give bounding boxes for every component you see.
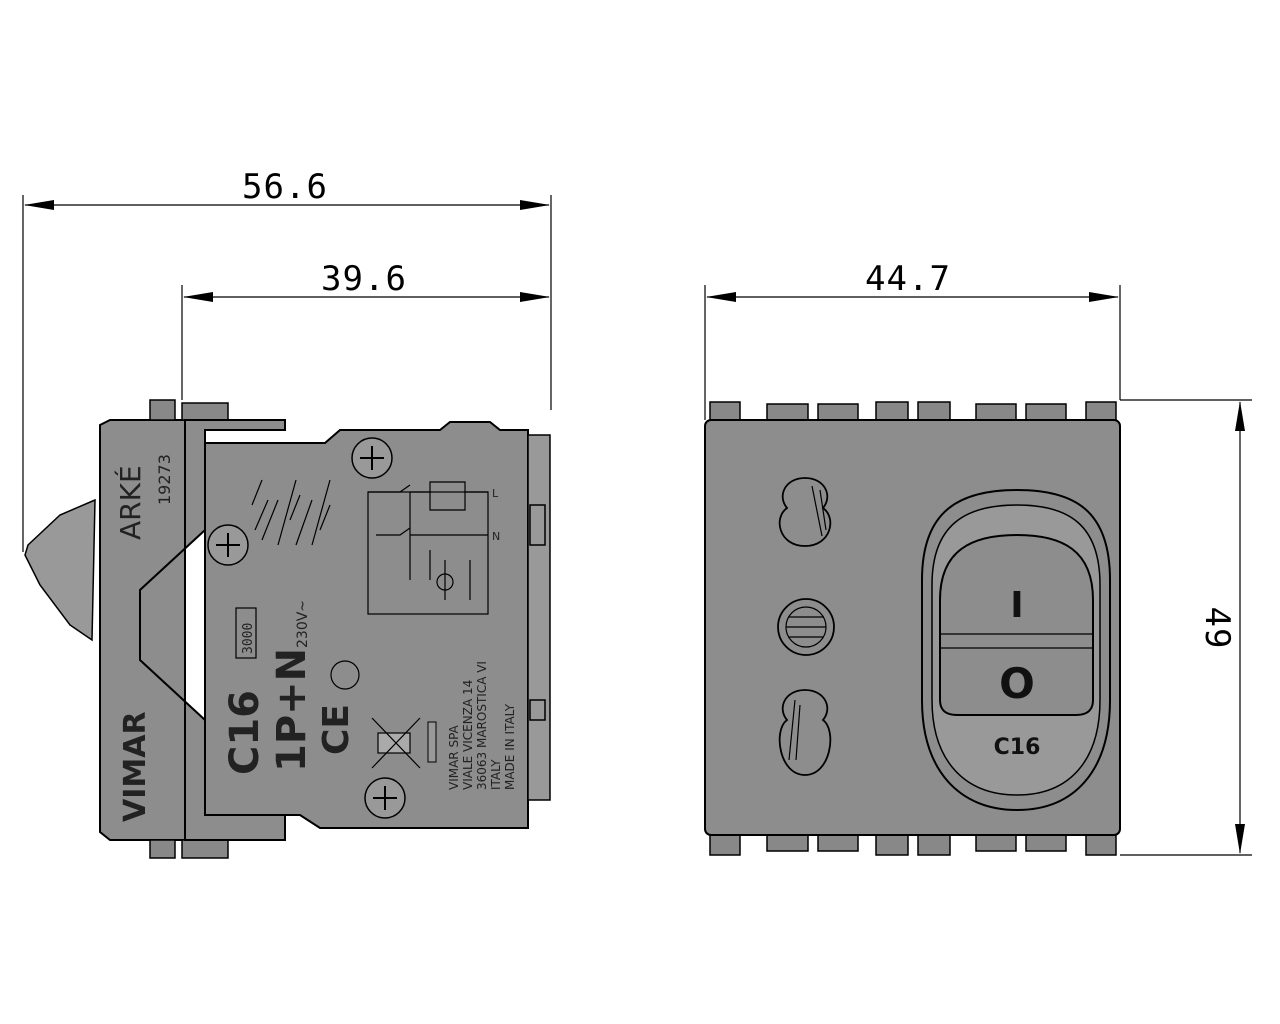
socket-hole-bottom [778, 689, 832, 776]
side-toggle-lever [24, 498, 96, 642]
front-bottom-tabs [709, 834, 1117, 856]
terminal-label-l: L [492, 487, 499, 500]
svg-text:MADE IN ITALY: MADE IN ITALY [503, 703, 517, 790]
svg-text:36063 MAROSTICA VI: 36063 MAROSTICA VI [475, 661, 489, 790]
poles-text: 1P+N [269, 648, 315, 772]
side-view: L N ARKÉ 19273 VIMAR 3000 230V~ C16 1P+N… [24, 399, 551, 859]
vent-slots [251, 479, 331, 546]
test-symbol-icon [330, 660, 360, 690]
switch-lever[interactable] [939, 533, 1094, 716]
dimension-side-body: 39.6 [181, 259, 550, 400]
on-symbol-text: I [1010, 585, 1023, 626]
socket-hole-top [778, 477, 832, 547]
weee-bin-icon [371, 717, 421, 769]
screw-icon [364, 777, 406, 819]
dimension-front-width: 44.7 [704, 259, 1121, 420]
off-symbol-text: O [999, 659, 1035, 708]
dimension-label-56-6: 56.6 [242, 167, 328, 207]
product-code-text: 19273 [155, 454, 174, 505]
dimension-side-total: 56.6 [22, 167, 552, 552]
voltage-text: 230V~ [295, 600, 311, 648]
terminal-label-n: N [492, 530, 500, 543]
svg-text:ITALY: ITALY [489, 759, 503, 790]
brand-vimar-text: VIMAR [118, 711, 153, 822]
front-view: I O C16 [704, 401, 1121, 856]
front-rating-text: C16 [994, 735, 1041, 760]
wiring-schematic-icon [367, 481, 489, 615]
dimension-front-height: 49 [1120, 399, 1252, 856]
dimension-label-44-7: 44.7 [865, 259, 951, 299]
screw-icon [351, 437, 393, 479]
ce-mark-text: CE [316, 704, 357, 755]
brand-arke-text: ARKÉ [113, 465, 147, 540]
side-middle-body [139, 419, 286, 841]
front-top-tabs [709, 401, 1117, 421]
address-block: VIMAR SPA VIALE VICENZA 14 36063 MAROSTI… [447, 661, 517, 790]
side-main-housing [204, 421, 529, 829]
svg-text:VIALE VICENZA 14: VIALE VICENZA 14 [461, 680, 475, 790]
screw-icon [207, 524, 249, 566]
current-rating-text: C16 [222, 690, 268, 775]
socket-hole-middle [777, 598, 835, 656]
dimension-label-49: 49 [1197, 607, 1237, 650]
dimension-label-39-6: 39.6 [321, 259, 407, 299]
rating-box-text: 3000 [241, 623, 256, 654]
svg-text:VIMAR SPA: VIMAR SPA [447, 724, 461, 790]
breaker-switch[interactable]: I O C16 [921, 488, 1111, 812]
